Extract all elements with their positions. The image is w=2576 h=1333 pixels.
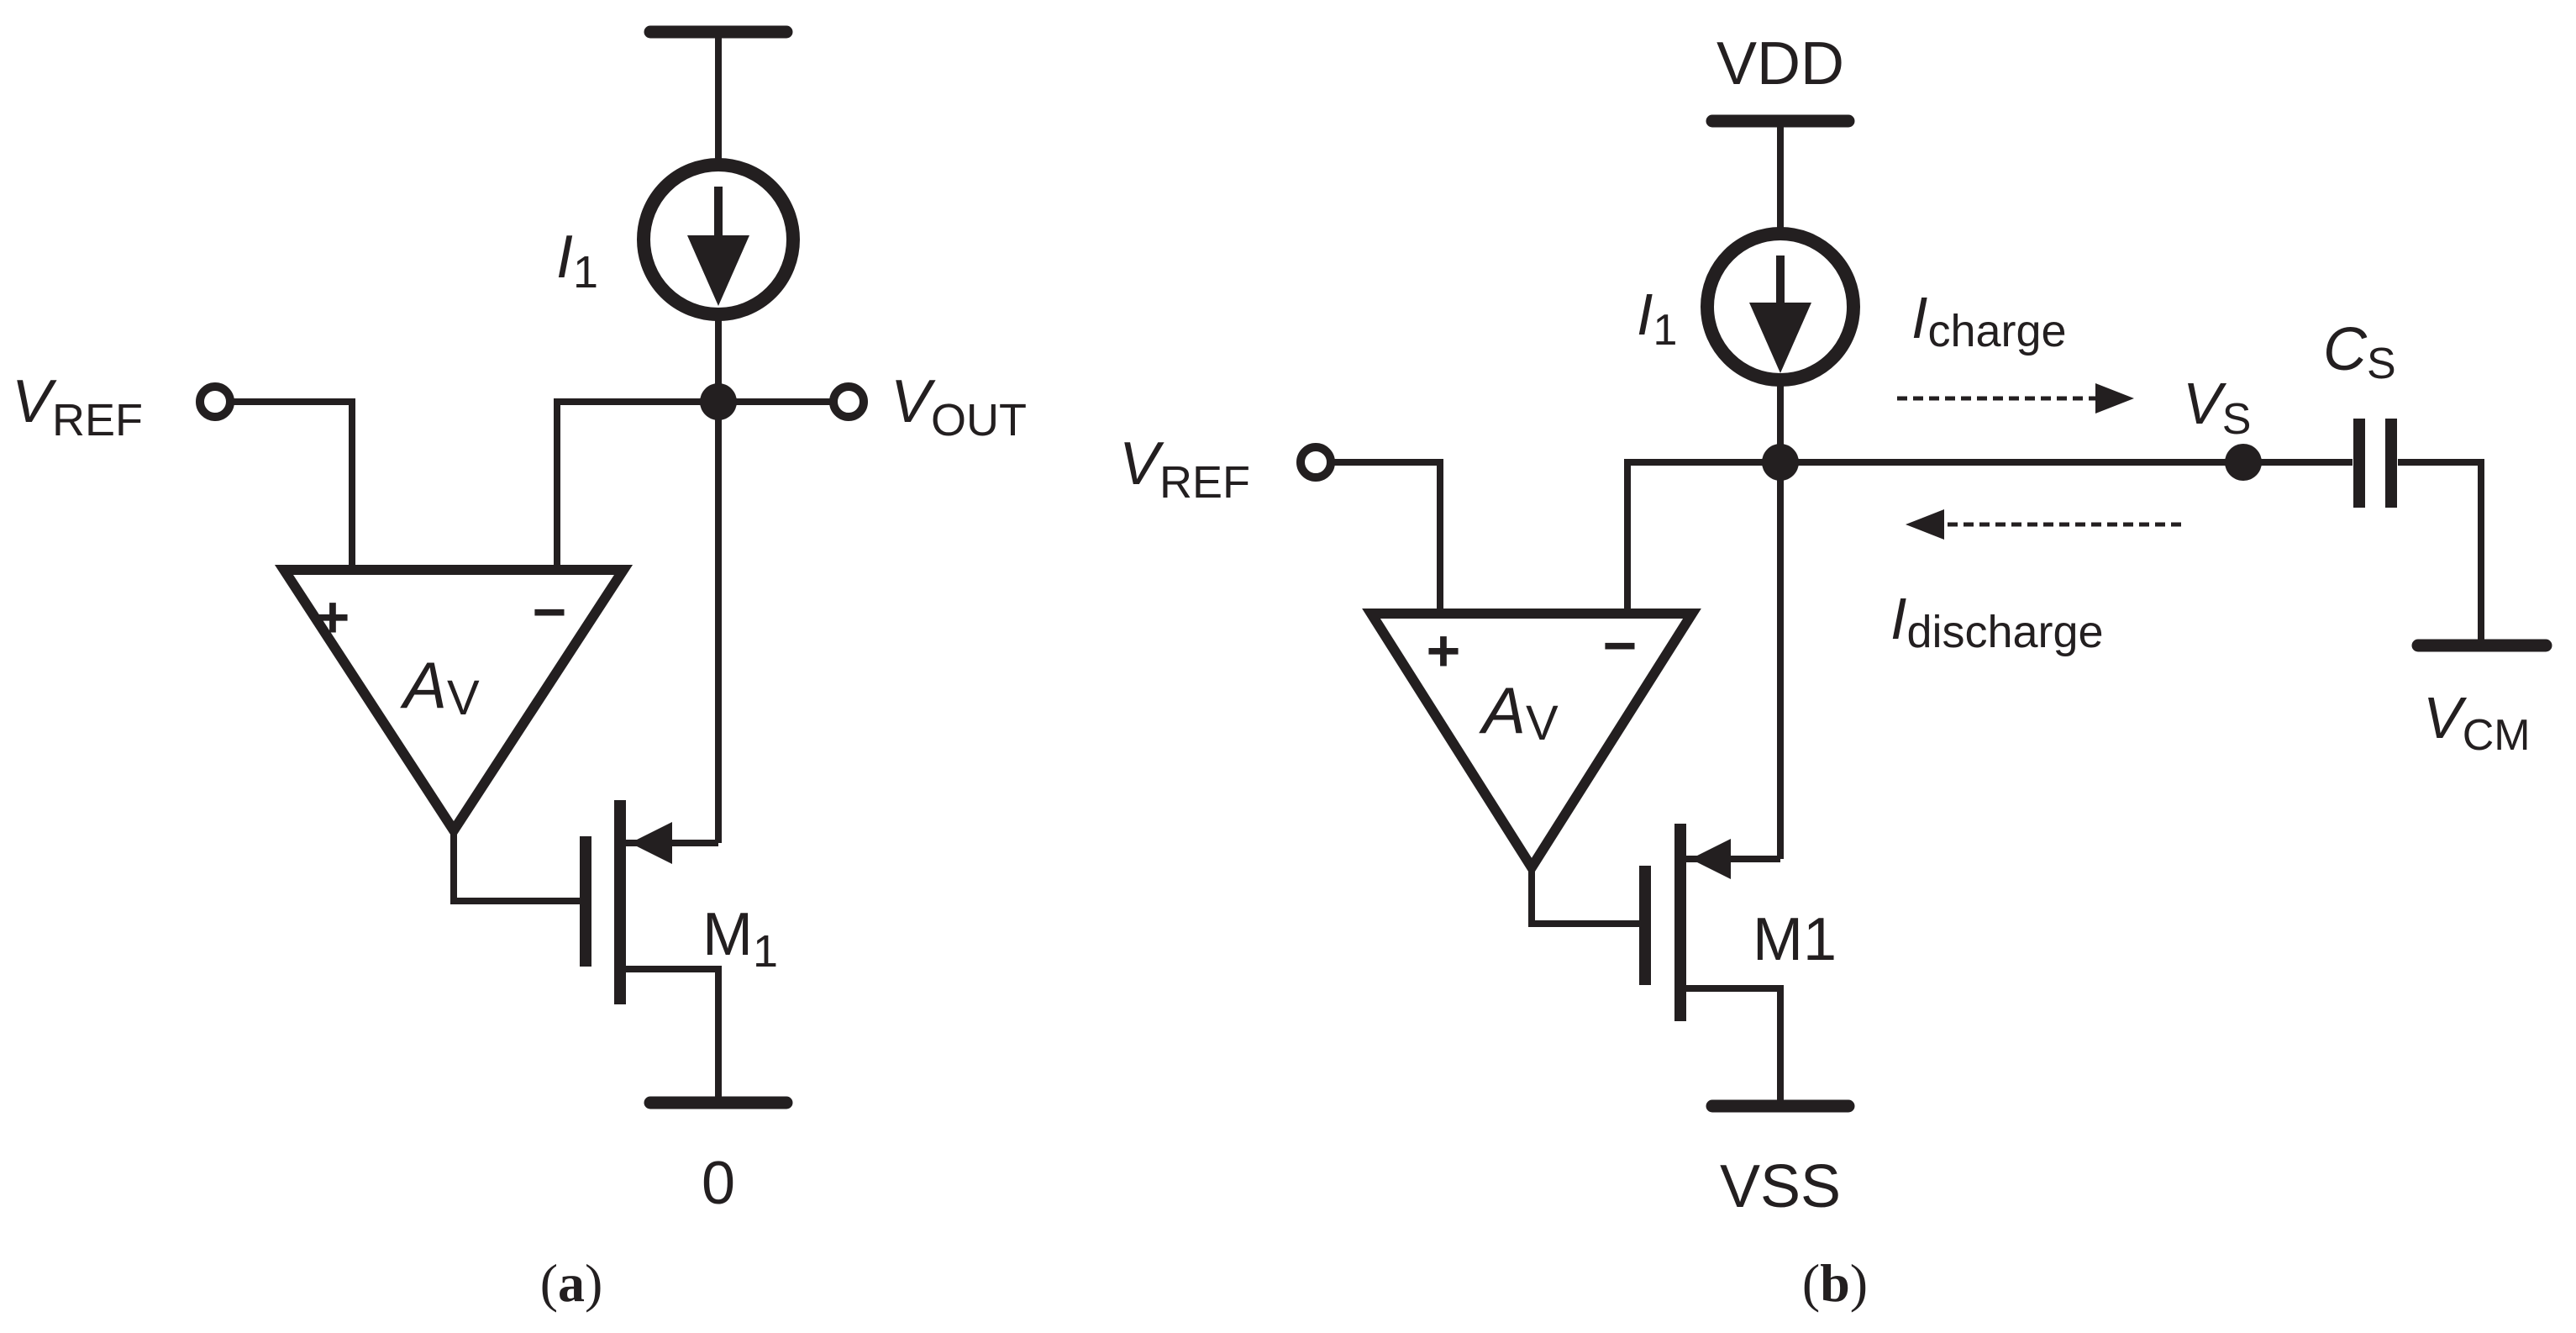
a-current-source: [637, 158, 800, 321]
b-discharge-arrowhead-icon: [1906, 509, 1944, 540]
b-current-source: [1701, 227, 1860, 387]
b-vref-terminal: [1296, 443, 1335, 482]
a-transistor-label: M1: [702, 901, 778, 977]
a-opamp-gain-label: AV: [400, 648, 480, 725]
circuit-a: I1 VOUT VREF + − AV M1 0 (a): [12, 25, 1027, 1313]
b-vref-label: VREF: [1119, 430, 1250, 508]
b-current-arrow-icon: [1749, 303, 1811, 373]
a-m1-source-arrow-icon: [630, 822, 672, 864]
b-vss-label: VSS: [1720, 1153, 1841, 1220]
b-transistor-label: M1: [1753, 906, 1837, 973]
b-cap-to-vcm-wire: [2398, 459, 2484, 645]
a-current-source-label: I1: [556, 224, 598, 298]
a-opamp-symbol: [274, 565, 633, 840]
a-vout-label: VOUT: [891, 368, 1027, 445]
a-ground-label: 0: [702, 1150, 735, 1217]
b-opamp-minus: −: [1603, 613, 1638, 678]
a-vref-wire: [230, 398, 355, 570]
b-discharge-label: Idischarge: [1890, 586, 2104, 657]
b-opamp-gain-label: AV: [1479, 673, 1559, 751]
b-opamp-symbol: [1362, 609, 1701, 877]
circuit-b: VDD I1 Icharge Idischarge VS CS: [1119, 30, 2552, 1313]
b-transistor-m1: [1639, 824, 1784, 1106]
b-current-source-label: I1: [1637, 282, 1677, 355]
a-feedback-wire: [554, 398, 718, 570]
b-opamp-plus: +: [1427, 618, 1461, 683]
a-amp-to-gate-wire: [450, 830, 586, 904]
a-output-node: [700, 383, 737, 420]
b-charge-label: Icharge: [1911, 285, 2067, 356]
b-main-node: [1762, 444, 1799, 481]
a-vref-label: VREF: [12, 368, 143, 445]
b-vcm-label: VCM: [2423, 685, 2531, 760]
b-vref-wire: [1331, 459, 1443, 614]
b-vs-label: VS: [2183, 371, 2251, 444]
a-opamp-minus: −: [533, 579, 567, 645]
a-transistor-m1: [580, 800, 722, 1103]
a-opamp-plus: +: [316, 584, 350, 650]
a-vref-terminal: [196, 382, 234, 421]
b-amp-to-gate-wire: [1528, 867, 1645, 927]
b-caption: (b): [1802, 1253, 1868, 1313]
b-cs-label: CS: [2323, 316, 2396, 388]
b-feedback-wire: [1624, 459, 1780, 614]
a-current-arrow-icon: [687, 235, 749, 306]
b-supply-label: VDD: [1716, 30, 1844, 97]
a-caption: (a): [540, 1253, 603, 1313]
a-vout-terminal: [829, 382, 868, 421]
b-m1-source-arrow-icon: [1690, 839, 1731, 879]
b-charge-arrowhead-icon: [2095, 383, 2134, 414]
